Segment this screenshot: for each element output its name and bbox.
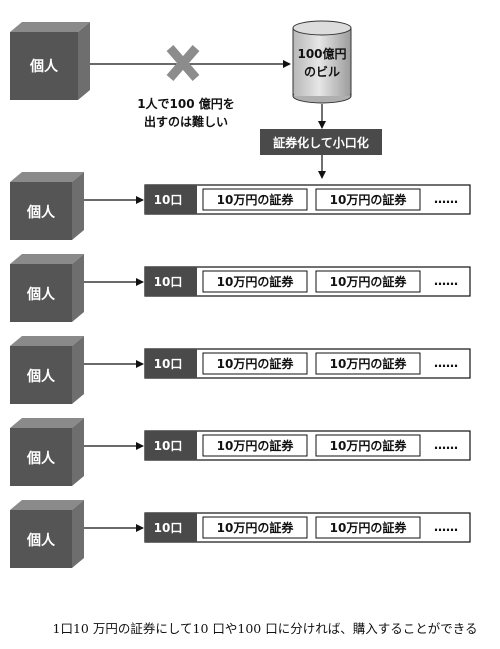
- units-tag: [145, 267, 197, 296]
- individual-label: 個人: [26, 532, 56, 549]
- row-1: 個人 10口 10万円の証券 10万円の証券 ……: [10, 172, 471, 240]
- row-4: 個人 10口 10万円の証券 10万円の証券 ……: [10, 418, 471, 486]
- individual-cube: 個人: [10, 500, 84, 568]
- security-label: 10万円の証券: [330, 192, 408, 207]
- individual-label: 個人: [26, 286, 56, 303]
- process-label: 証券化して小口化: [273, 135, 369, 150]
- units-label: 10口: [154, 275, 183, 289]
- security-box: [202, 434, 308, 457]
- individual-cube: 個人: [10, 336, 84, 404]
- units-tag: [145, 431, 197, 460]
- units-tag: [145, 185, 197, 214]
- security-label: 10万円の証券: [217, 192, 295, 207]
- units-tag: [145, 349, 197, 378]
- security-box: [202, 352, 308, 375]
- security-label: 10万円の証券: [330, 356, 408, 371]
- rows-layer: 個人 10口 10万円の証券 10万円の証券 …… 個人 10口 10万円の証券 10万円の証券…: [10, 172, 471, 568]
- security-label: 10万円の証券: [330, 438, 408, 453]
- individual-label: 個人: [26, 368, 56, 385]
- cross-icon: [166, 45, 200, 81]
- security-label: 10万円の証券: [217, 274, 295, 289]
- security-box: [202, 270, 308, 293]
- top-individual-label: 個人: [29, 58, 59, 75]
- security-box: [202, 516, 308, 539]
- security-box: [315, 516, 421, 539]
- top-individual-cube: 個人: [10, 22, 90, 100]
- individual-cube: 個人: [10, 172, 84, 240]
- security-label: 10万円の証券: [217, 438, 295, 453]
- units-label: 10口: [154, 521, 183, 535]
- security-label: 10万円の証券: [217, 520, 295, 535]
- process-box: 証券化して小口化: [260, 129, 382, 155]
- ellipsis: ……: [434, 438, 458, 452]
- ellipsis: ……: [434, 520, 458, 534]
- ellipsis: ……: [434, 356, 458, 370]
- units-label: 10口: [154, 357, 183, 371]
- security-box: [202, 188, 308, 211]
- row-5: 個人 10口 10万円の証券 10万円の証券 ……: [10, 500, 471, 568]
- individual-label: 個人: [26, 204, 56, 221]
- row-3: 個人 10口 10万円の証券 10万円の証券 ……: [10, 336, 471, 404]
- note-line-2: 出すのは難しい: [144, 114, 228, 129]
- building-line-2: のビル: [304, 64, 340, 79]
- security-label: 10万円の証券: [217, 356, 295, 371]
- individual-cube: 個人: [10, 254, 84, 322]
- individual-label: 個人: [26, 450, 56, 467]
- units-label: 10口: [154, 439, 183, 453]
- security-box: [315, 188, 421, 211]
- security-box: [315, 352, 421, 375]
- ellipsis: ……: [434, 274, 458, 288]
- caption: 1口10 万円の証券にして10 口や100 口に分ければ、購入することができる: [53, 621, 478, 636]
- units-label: 10口: [154, 193, 183, 207]
- row-2: 個人 10口 10万円の証券 10万円の証券 ……: [10, 254, 471, 322]
- security-box: [315, 270, 421, 293]
- security-box: [315, 434, 421, 457]
- individual-cube: 個人: [10, 418, 84, 486]
- security-label: 10万円の証券: [330, 274, 408, 289]
- ellipsis: ……: [434, 192, 458, 206]
- security-label: 10万円の証券: [330, 520, 408, 535]
- units-tag: [145, 513, 197, 542]
- building-line-1: 100億円: [297, 46, 346, 61]
- note-line-1: 1人で100 億円を: [137, 96, 235, 111]
- building-cylinder: 100億円 のビル: [292, 20, 352, 104]
